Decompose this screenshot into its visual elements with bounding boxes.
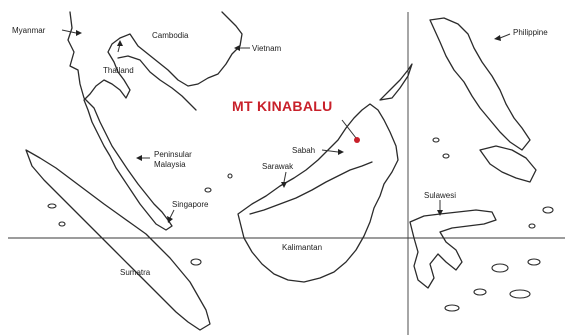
island-7 (442, 153, 450, 159)
label-sabah: Sabah (292, 146, 316, 155)
label-myanmar: Myanmar (12, 26, 46, 35)
island-12 (473, 288, 487, 296)
label-philippine: Philippine (513, 28, 548, 37)
label-thailand: Thailand (103, 66, 134, 75)
island-2 (58, 221, 66, 227)
philippine-pointer (499, 33, 511, 39)
label-cambodia: Cambodia (152, 31, 189, 40)
island-1 (47, 203, 57, 209)
philippines-coastline (429, 17, 531, 151)
label-singapore: Singapore (172, 200, 209, 209)
sarawak-arrowhead (281, 182, 287, 188)
label-kalimantan: Kalimantan (282, 243, 323, 252)
island-3 (204, 187, 212, 193)
label-sulawesi: Sulawesi (424, 191, 457, 200)
palawan-coastline (379, 63, 413, 101)
singapore-pointer (169, 209, 175, 219)
kinabalu-leader (341, 119, 357, 139)
mindanao-coastline (479, 145, 537, 183)
island-4 (190, 258, 202, 266)
label-peninsular-1: Peninsular (154, 150, 192, 159)
myanmar-arrowhead (76, 30, 82, 36)
peninsular-arrowhead (136, 155, 142, 161)
singapore-arrowhead (167, 216, 173, 223)
label-peninsular-2: Malaysia (154, 160, 186, 169)
label-sarawak: Sarawak (262, 162, 294, 171)
sulawesi-coastline (409, 209, 497, 289)
label-vietnam: Vietnam (252, 44, 282, 53)
sarawak-pointer (283, 171, 287, 183)
gulf-coastline (117, 55, 197, 111)
island-8 (491, 263, 509, 273)
borneo-coastline (237, 103, 399, 283)
borneo-border (249, 161, 373, 215)
island-14 (528, 223, 536, 229)
myanmar-pointer (61, 29, 77, 34)
vietnam-arrowhead (234, 45, 240, 51)
island-9 (527, 258, 541, 266)
sabah-arrowhead (338, 149, 344, 155)
island-5 (227, 173, 233, 179)
sulawesi-arrowhead (437, 210, 443, 216)
philippine-arrowhead (494, 35, 501, 41)
mt-kinabalu-marker (354, 137, 360, 143)
mainland-coastline (67, 11, 243, 231)
sabah-pointer (321, 149, 339, 153)
label-sumatra: Sumatra (120, 268, 151, 277)
island-11 (542, 206, 554, 214)
island-10 (509, 289, 531, 299)
sumatra-coastline (25, 149, 211, 331)
island-6 (432, 137, 440, 143)
mt-kinabalu-label: MT KINABALU (232, 98, 333, 114)
island-13 (444, 304, 460, 312)
thailand-arrowhead (117, 40, 123, 46)
